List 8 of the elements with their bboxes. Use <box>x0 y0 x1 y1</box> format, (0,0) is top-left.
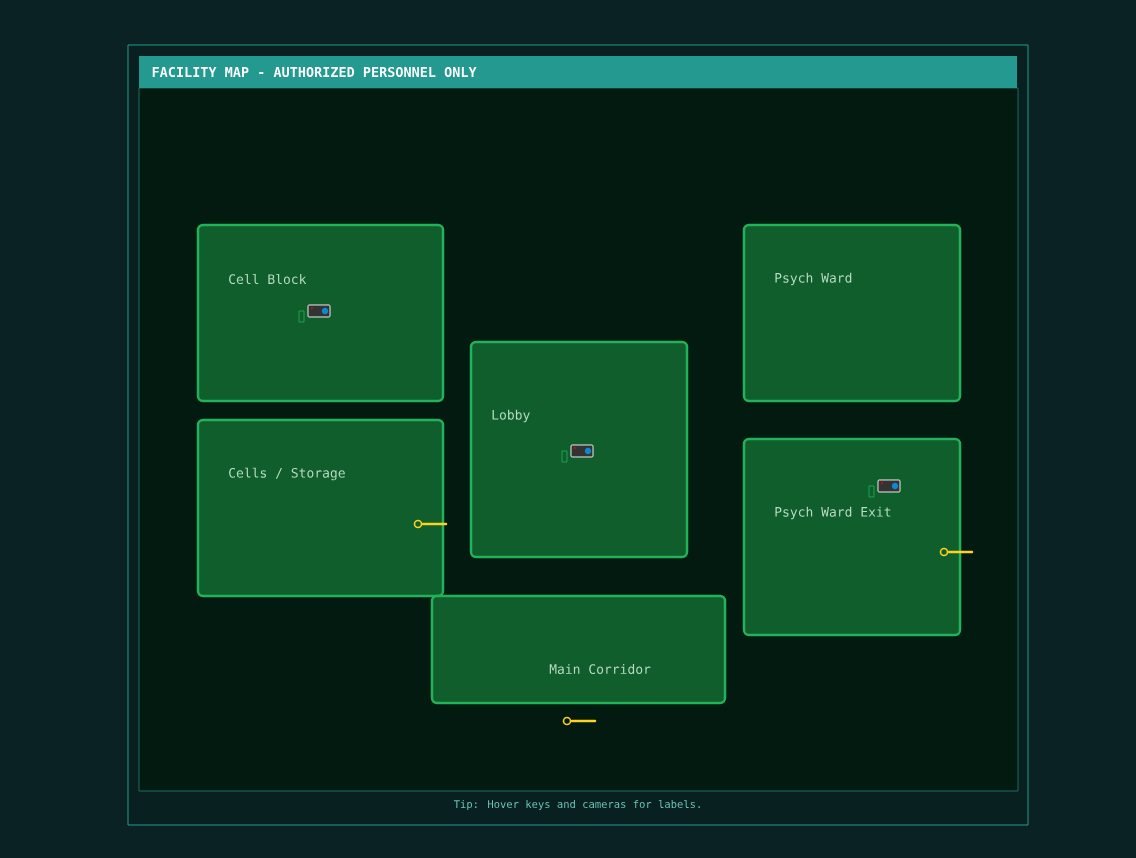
room-box: Main Corridor <box>430 594 727 705</box>
room-box: Psych Ward <box>742 223 962 403</box>
room-box: Psych Ward Exit <box>742 437 962 637</box>
room-box: Cells / Storage <box>196 418 445 598</box>
room-box: Cell Block <box>196 223 445 403</box>
title-bar: FACILITY MAP - AUTHORIZED PERSONNEL ONLY <box>139 56 1017 88</box>
tip-text: Tip: Hover keys and cameras for labels. <box>453 799 700 811</box>
room-box: Lobby <box>469 340 689 559</box>
